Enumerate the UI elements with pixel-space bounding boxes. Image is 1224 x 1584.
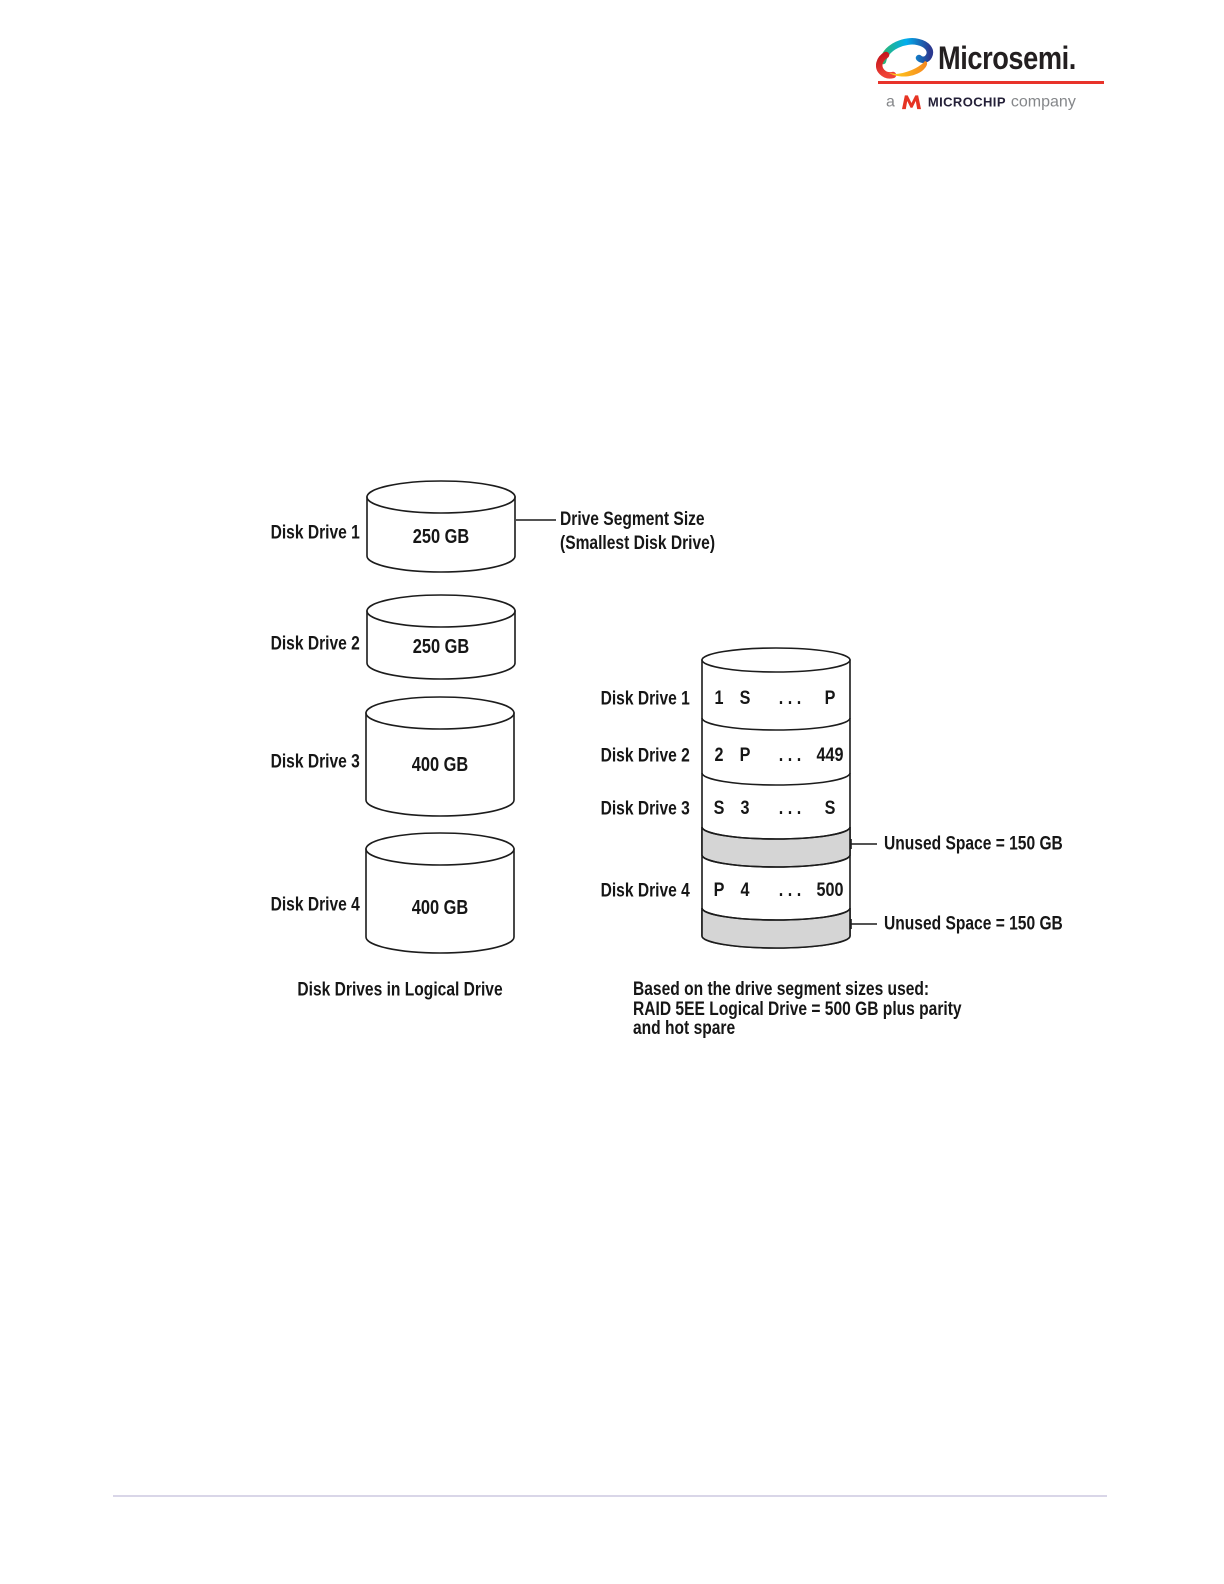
unused-leader-line-2 (850, 919, 877, 929)
segment-cell: . . . (778, 880, 802, 901)
drive-label-4: Disk Drive 4 (270, 894, 360, 916)
disk-cylinder-4 (365, 832, 515, 954)
footer-divider (113, 1495, 1107, 1497)
microchip-m-icon (901, 95, 921, 110)
segment-cell: . . . (778, 798, 802, 819)
drive-label-2: Disk Drive 2 (270, 633, 360, 655)
right-caption-line-2: RAID 5EE Logical Drive = 500 GB plus par… (633, 998, 962, 1020)
segment-cell: P (713, 880, 725, 901)
segment-cell: S (739, 688, 751, 709)
drive-size-3: 400 GB (411, 754, 469, 776)
header: Microsemi. a MICROCHIP company (0, 0, 1224, 140)
drive-label-3: Disk Drive 3 (270, 751, 360, 773)
tagline: a MICROCHIP company (886, 93, 1076, 112)
brand-wordmark: Microsemi. (938, 40, 1076, 76)
left-caption: Disk Drives in Logical Drive (297, 979, 503, 1001)
disk-cylinder-1 (366, 480, 516, 573)
segment-cell: 3 (740, 798, 750, 819)
drive-label-1: Disk Drive 1 (270, 522, 360, 544)
segment-cell: S (824, 798, 836, 819)
drive-size-1: 250 GB (412, 526, 470, 548)
segment-label-3: Disk Drive 3 (600, 798, 690, 820)
unused-leader-line-1 (850, 839, 877, 849)
segment-size-callout: Drive Segment Size (Smallest Disk Drive) (560, 508, 715, 556)
segment-label-1: Disk Drive 1 (600, 688, 690, 710)
unused-space-label-2: Unused Space = 150 GB (884, 913, 1063, 935)
drive-size-2: 250 GB (412, 636, 470, 658)
segment-cell: 1 (714, 688, 724, 709)
right-caption-line-3: and hot spare (633, 1018, 736, 1039)
logical-drive-cylinder (701, 647, 851, 949)
segment-label-4: Disk Drive 4 (600, 880, 690, 902)
segment-label-2: Disk Drive 2 (600, 745, 690, 767)
brand-rule (878, 81, 1104, 84)
callout-line-2: (Smallest Disk Drive) (560, 533, 716, 554)
segment-cell: . . . (778, 688, 802, 709)
microsemi-swirl-icon (876, 38, 934, 79)
tagline-suffix: company (1010, 93, 1076, 110)
right-caption: Based on the drive segment sizes used: R… (633, 980, 962, 1039)
segment-cell: 4 (740, 880, 750, 901)
segment-cell: S (713, 798, 725, 819)
tagline-prefix: a (886, 93, 895, 110)
right-caption-line-1: Based on the drive segment sizes used: (633, 979, 930, 1000)
callout-line-1: Drive Segment Size (560, 509, 705, 530)
disk-cylinder-2 (366, 594, 516, 680)
tagline-brand: MICROCHIP (927, 94, 1006, 110)
segment-cell: P (739, 745, 751, 766)
segment-cell: 449 (816, 745, 844, 766)
disk-cylinder-3 (365, 696, 515, 817)
segment-cell: . . . (778, 745, 802, 766)
drive-size-4: 400 GB (411, 897, 469, 919)
unused-space-label-1: Unused Space = 150 GB (884, 833, 1063, 855)
segment-cell: 500 (816, 880, 844, 901)
segment-cell: P (824, 688, 836, 709)
segment-cell: 2 (714, 745, 724, 766)
